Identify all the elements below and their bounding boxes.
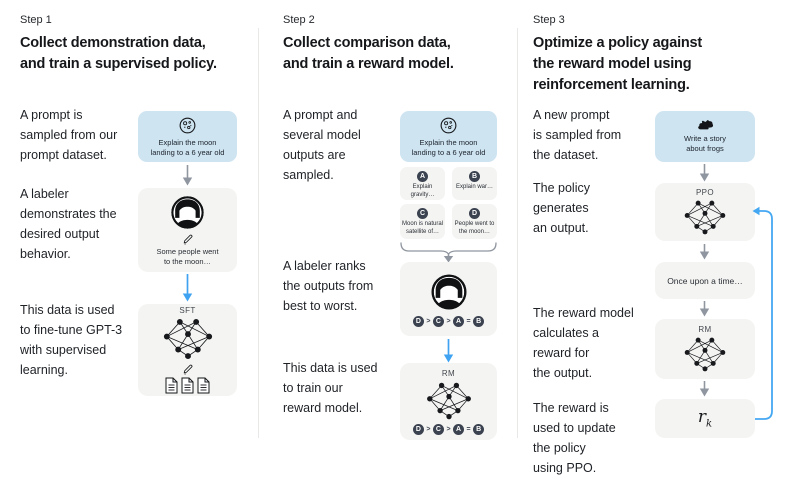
step3-heading: Optimize a policy against the reward mod…	[533, 35, 703, 93]
arrow-down-icon	[699, 164, 710, 182]
feedback-loop-arrow	[752, 206, 773, 420]
neural-network-icon	[426, 382, 471, 419]
step2-prompt-text: Explain the moon landing to a 6 year old	[411, 137, 486, 157]
ranking-row: D > C > A = B	[412, 423, 485, 435]
step3-paragraph-update: The reward is used to update the policy …	[533, 401, 616, 475]
rank-badge: A	[453, 315, 465, 327]
step2-paragraph-ranks: A labeler ranks the outputs from best to…	[283, 259, 374, 313]
step1-paragraph-finetune: This data is used to fine-tune GPT-3 wit…	[20, 303, 123, 377]
arrow-down-icon	[699, 301, 710, 317]
step3-reward-card: rk	[655, 399, 755, 438]
step1-paragraph-prompt: A prompt is sampled from our prompt data…	[20, 108, 118, 162]
output-text: Explain gravity…	[410, 184, 435, 198]
arrow-down-blue-icon	[182, 274, 193, 302]
rank-badge: C	[432, 423, 444, 435]
neural-network-icon	[684, 200, 726, 235]
arrow-down-icon	[443, 253, 454, 263]
step2-label: Step 2	[283, 14, 315, 26]
step1-paragraph-labeler: A labeler demonstrates the desired outpu…	[20, 187, 117, 261]
policy-output-text: Once upon a time…	[667, 275, 743, 286]
moon-icon	[440, 117, 457, 133]
ranking-row: D > C > A = B	[412, 315, 485, 327]
step3-ppo-card: PPO	[655, 183, 755, 241]
step2-labeler-card: D > C > A = B	[400, 262, 497, 336]
arrow-down-icon	[699, 381, 710, 397]
output-letter-badge: D	[469, 208, 480, 219]
rank-badge: A	[453, 423, 465, 435]
step1-sft-card: SFT	[138, 304, 237, 396]
rank-separator: >	[446, 425, 451, 433]
rank-badge: D	[412, 315, 424, 327]
step1-prompt-box: Explain the moon landing to a 6 year old	[138, 111, 237, 162]
rank-separator: =	[466, 317, 471, 325]
column-divider	[517, 28, 518, 438]
rank-separator: >	[446, 317, 451, 325]
step3-paragraph-policy: The policy generates an output.	[533, 181, 590, 235]
step2-heading: Collect comparison data, and train a rew…	[283, 35, 454, 72]
step3-paragraph-prompt: A new prompt is sampled from the dataset…	[533, 108, 622, 162]
output-text: Explain war…	[455, 184, 493, 190]
rm-label: RM	[441, 368, 456, 378]
step2-paragraph-train: This data is used to train our reward mo…	[283, 361, 378, 415]
output-card-a: A Explain gravity…	[400, 167, 445, 200]
rank-badge: B	[473, 423, 485, 435]
step3-label: Step 3	[533, 14, 565, 26]
step3-output-card: Once upon a time…	[655, 262, 755, 299]
ppo-label: PPO	[695, 188, 715, 197]
rank-badge: C	[432, 315, 444, 327]
step2-rm-card: RM D > C > A = B	[400, 363, 497, 440]
step1-heading: Collect demonstration data, and train a …	[20, 35, 217, 72]
output-card-d: D People went to the moon…	[452, 204, 497, 239]
labeler-avatar-icon	[431, 274, 466, 309]
output-letter-badge: A	[417, 171, 428, 182]
step1-labeler-output-text: Some people went to the moon…	[156, 246, 219, 266]
column-divider	[258, 28, 259, 438]
arrow-down-icon	[182, 165, 193, 186]
output-text: Moon is natural satellite of…	[401, 221, 444, 235]
rank-separator: >	[426, 317, 431, 325]
step3-prompt-text: Write a story about frogs	[684, 134, 726, 153]
arrow-down-icon	[699, 244, 710, 260]
frog-icon	[697, 120, 713, 130]
step1-prompt-text: Explain the moon landing to a 6 year old	[150, 137, 225, 157]
arrow-down-blue-icon	[443, 339, 454, 363]
labeler-avatar-icon	[171, 195, 204, 229]
step1-label: Step 1	[20, 14, 52, 26]
pencil-icon	[183, 234, 192, 244]
sft-label: SFT	[179, 306, 196, 315]
step1-labeler-card: Some people went to the moon…	[138, 188, 237, 272]
brace-icon	[400, 242, 497, 254]
output-letter-badge: C	[417, 208, 428, 219]
neural-network-icon	[684, 337, 726, 372]
output-text: People went to the moon…	[454, 221, 495, 235]
rank-separator: =	[466, 425, 471, 433]
step3-prompt-box: Write a story about frogs	[655, 111, 755, 162]
rank-badge: D	[412, 423, 424, 435]
moon-icon	[179, 117, 196, 133]
output-card-b: B Explain war…	[452, 167, 497, 200]
step2-prompt-box: Explain the moon landing to a 6 year old	[400, 111, 497, 162]
step3-paragraph-reward-calc: The reward model calculates a reward for…	[533, 306, 634, 380]
output-card-c: C Moon is natural satellite of…	[400, 204, 445, 239]
documents-icon	[165, 377, 209, 394]
step3-rm-card: RM	[655, 319, 755, 379]
reward-symbol: rk	[697, 407, 713, 430]
pencil-icon	[183, 364, 192, 375]
neural-network-icon	[163, 318, 212, 360]
rank-badge: B	[473, 315, 485, 327]
rank-separator: >	[426, 425, 431, 433]
rm-label: RM	[698, 325, 712, 334]
step2-paragraph-sampled: A prompt and several model outputs are s…	[283, 108, 361, 182]
output-letter-badge: B	[469, 171, 480, 182]
